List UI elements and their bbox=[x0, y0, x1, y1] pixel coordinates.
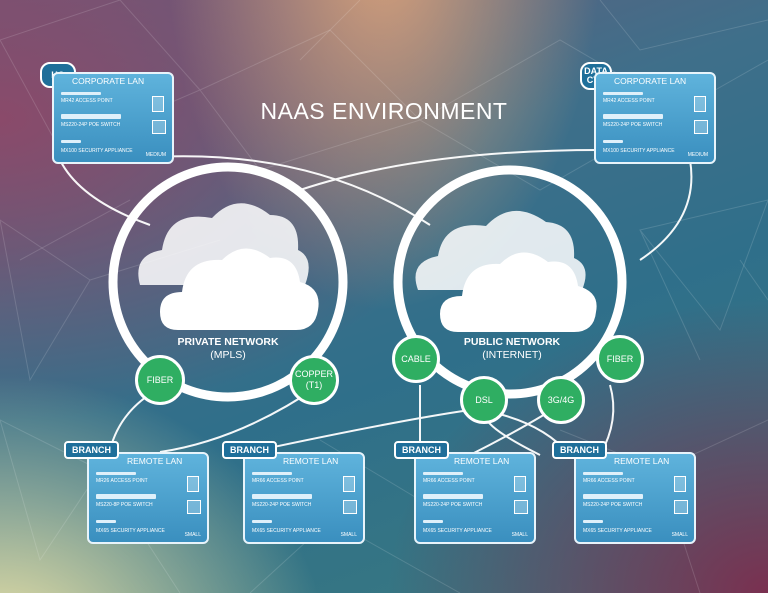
branch-2-tag: BRANCH bbox=[222, 441, 277, 459]
private-network-name: PRIVATE NETWORK bbox=[177, 336, 279, 348]
branch-3-phone-icon bbox=[514, 500, 528, 514]
wire-dc-private bbox=[299, 149, 601, 191]
branch-3-ap-label: MR66 ACCESS POINT bbox=[423, 478, 475, 484]
public-network-sub: (INTERNET) bbox=[482, 349, 542, 361]
link-copper-label: COPPER bbox=[294, 369, 333, 379]
branch-4-switch-label: MS220-24P POE SWITCH bbox=[583, 502, 643, 508]
branch-4-security-label: MX65 SECURITY APPLIANCE bbox=[583, 528, 652, 534]
link-cable-label: CABLE bbox=[401, 353, 431, 364]
link-dsl-label: DSL bbox=[475, 394, 493, 405]
hq-lan-title: CORPORATE LAN bbox=[72, 76, 145, 86]
branch-3-security-label: MX65 SECURITY APPLIANCE bbox=[423, 528, 492, 534]
dc-security-label: MX100 SECURITY APPLIANCE bbox=[603, 148, 675, 154]
page-title: NAAS ENVIRONMENT bbox=[260, 98, 508, 124]
branch-3-tag: BRANCH bbox=[394, 441, 449, 459]
branch-2-ap-icon bbox=[252, 472, 292, 475]
hq-security-icon bbox=[61, 140, 81, 143]
hq-size-label: MEDIUM bbox=[145, 152, 166, 158]
branch-4-size: SMALL bbox=[671, 532, 688, 538]
branch-4-server-icon bbox=[674, 476, 686, 492]
hq-security-label: MX100 SECURITY APPLIANCE bbox=[61, 148, 133, 154]
branch-2-server-icon bbox=[343, 476, 355, 492]
dc-lan-card[interactable]: CORPORATE LAN MR42 ACCESS POINT MS220-24… bbox=[594, 72, 716, 164]
branch-1-ap-label: MR26 ACCESS POINT bbox=[96, 478, 148, 484]
branch-4-phone-icon bbox=[674, 500, 688, 514]
dc-size-label: MEDIUM bbox=[687, 152, 708, 158]
branch-2-lan-card[interactable]: REMOTE LAN MR66 ACCESS POINT MS220-24P P… bbox=[243, 452, 365, 544]
branch-1-lan-card[interactable]: REMOTE LAN MR26 ACCESS POINT MS220-8P PO… bbox=[87, 452, 209, 544]
private-network-sub: (MPLS) bbox=[210, 349, 246, 361]
branch-1-ap-icon bbox=[96, 472, 136, 475]
branch-1-switch-icon bbox=[96, 494, 156, 499]
hq-server-icon bbox=[152, 96, 164, 112]
dc-security-icon bbox=[603, 140, 623, 143]
hq-switch-icon bbox=[61, 114, 121, 119]
link-fiber-public-label: FIBER bbox=[606, 353, 634, 364]
hq-phone-icon bbox=[152, 120, 166, 134]
hq-lan-card[interactable]: CORPORATE LAN MR42 ACCESS POINT MS220-24… bbox=[52, 72, 174, 164]
link-3g4g-label: 3G/4G bbox=[547, 394, 575, 405]
public-network-name: PUBLIC NETWORK bbox=[463, 336, 561, 348]
branch-2-switch-label: MS220-24P POE SWITCH bbox=[252, 502, 312, 508]
branch-4-title: REMOTE LAN bbox=[614, 456, 670, 466]
dc-ap-label: MR42 ACCESS POINT bbox=[603, 98, 655, 104]
branch-1-title: REMOTE LAN bbox=[127, 456, 183, 466]
branch-4-ap-label: MR66 ACCESS POINT bbox=[583, 478, 635, 484]
link-dsl[interactable]: DSL bbox=[460, 376, 508, 424]
link-copper-sub: (T1) bbox=[305, 380, 323, 390]
branch-2-security-icon bbox=[252, 520, 272, 523]
private-network-label: PRIVATE NETWORK (MPLS) bbox=[158, 336, 298, 362]
link-3g4g[interactable]: 3G/4G bbox=[537, 376, 585, 424]
public-network-ring bbox=[393, 165, 627, 399]
branch-1-size: SMALL bbox=[184, 532, 201, 538]
branch-1-security-label: MX65 SECURITY APPLIANCE bbox=[96, 528, 165, 534]
branch-3-security-icon bbox=[423, 520, 443, 523]
hq-switch-label: MS220-24P POE SWITCH bbox=[61, 122, 121, 128]
link-copper[interactable]: COPPER (T1) bbox=[289, 355, 339, 405]
branch-2-title: REMOTE LAN bbox=[283, 456, 339, 466]
branch-1-server-icon bbox=[187, 476, 199, 492]
dc-switch-icon bbox=[603, 114, 663, 119]
branch-4-security-icon bbox=[583, 520, 603, 523]
branch-3-switch-icon bbox=[423, 494, 483, 499]
branch-3-switch-label: MS220-24P POE SWITCH bbox=[423, 502, 483, 508]
public-network-label: PUBLIC NETWORK (INTERNET) bbox=[442, 336, 582, 362]
branch-2-size: SMALL bbox=[340, 532, 357, 538]
branch-1-security-icon bbox=[96, 520, 116, 523]
branch-3-title: REMOTE LAN bbox=[454, 456, 510, 466]
branch-4-switch-icon bbox=[583, 494, 643, 499]
private-network-ring bbox=[108, 162, 348, 402]
dc-ap-icon bbox=[603, 92, 643, 95]
branch-4-tag: BRANCH bbox=[552, 441, 607, 459]
wire-branch2-dsl bbox=[249, 409, 471, 453]
private-cloud bbox=[138, 203, 319, 330]
branch-2-security-label: MX65 SECURITY APPLIANCE bbox=[252, 528, 321, 534]
branch-2-phone-icon bbox=[343, 500, 357, 514]
dc-badge-line1: DATA bbox=[584, 66, 608, 76]
branch-1-switch-label: MS220-8P POE SWITCH bbox=[96, 502, 153, 508]
wire-dc-public bbox=[639, 159, 693, 261]
link-fiber-public[interactable]: FIBER bbox=[596, 335, 644, 383]
branch-1-phone-icon bbox=[187, 500, 201, 514]
branch-3-size: SMALL bbox=[511, 532, 528, 538]
dc-phone-icon bbox=[694, 120, 708, 134]
branch-3-lan-card[interactable]: REMOTE LAN MR66 ACCESS POINT MS220-24P P… bbox=[414, 452, 536, 544]
public-cloud bbox=[415, 210, 597, 332]
branch-1-tag: BRANCH bbox=[64, 441, 119, 459]
link-cable[interactable]: CABLE bbox=[392, 335, 440, 383]
dc-switch-label: MS220-24P POE SWITCH bbox=[603, 122, 663, 128]
link-fiber-private[interactable]: FIBER bbox=[135, 355, 185, 405]
branch-4-ap-icon bbox=[583, 472, 623, 475]
link-fiber-private-label: FIBER bbox=[146, 374, 174, 385]
hq-ap-icon bbox=[61, 92, 101, 95]
branch-3-server-icon bbox=[514, 476, 526, 492]
branch-2-ap-label: MR66 ACCESS POINT bbox=[252, 478, 304, 484]
dc-server-icon bbox=[694, 96, 706, 112]
hq-ap-label: MR42 ACCESS POINT bbox=[61, 98, 113, 104]
branch-3-ap-icon bbox=[423, 472, 463, 475]
branch-2-switch-icon bbox=[252, 494, 312, 499]
branch-4-lan-card[interactable]: REMOTE LAN MR66 ACCESS POINT MS220-24P P… bbox=[574, 452, 696, 544]
dc-lan-title: CORPORATE LAN bbox=[614, 76, 687, 86]
